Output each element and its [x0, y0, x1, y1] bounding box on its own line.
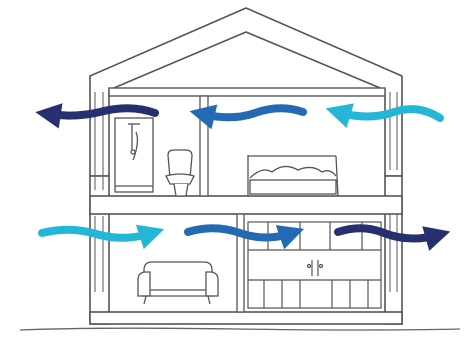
shower-cubicle	[115, 118, 153, 192]
airflow-arrow-upper-middle	[202, 108, 303, 117]
airflow-arrow-upper-left	[48, 108, 155, 115]
house-outer-walls	[90, 8, 402, 324]
airflow-arrow-lower-left-incoming	[42, 230, 152, 238]
airflow-arrow-upper-right-incoming	[338, 109, 440, 118]
bed	[248, 155, 338, 196]
airflow-arrow-lower-middle	[188, 228, 292, 237]
toilet	[166, 150, 194, 196]
attic-floor	[109, 88, 385, 96]
ground-line	[20, 328, 460, 330]
middle-floor-slab	[90, 196, 402, 214]
armchair	[138, 262, 218, 304]
